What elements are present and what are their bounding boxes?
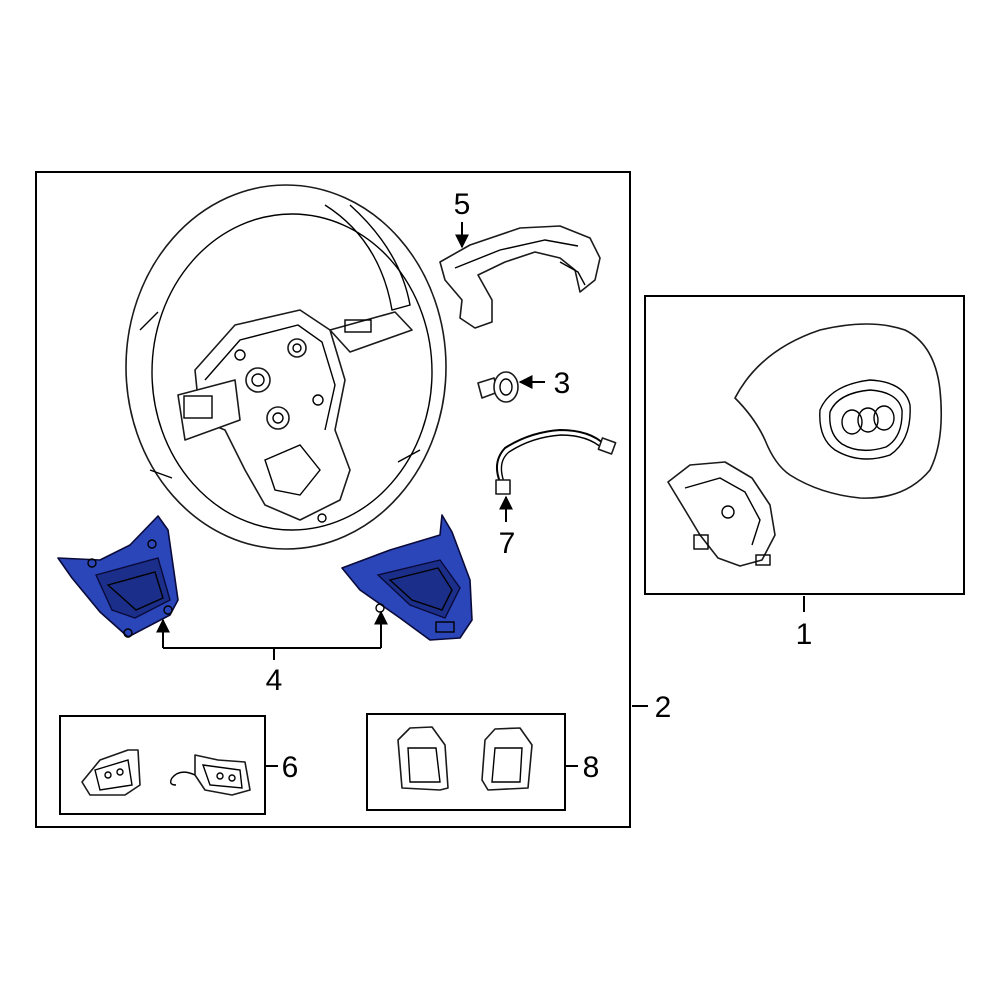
part-4-right-switch-cover: [341, 514, 473, 641]
steering-wheel-illustration: [125, 184, 447, 550]
part-1-airbag-module: [734, 323, 943, 499]
part-6-switch-kit: [81, 749, 251, 796]
part-5-trim-cover: [439, 225, 601, 329]
leader-4: [163, 647, 381, 660]
part-1-clock-spring: [667, 461, 776, 567]
paddle-frame: [366, 713, 566, 811]
callout-7: 7: [499, 527, 516, 560]
callout-8: 8: [583, 751, 600, 784]
callout-3: 3: [554, 367, 571, 400]
part-8-shift-paddles: [397, 726, 533, 791]
part-7-wire-harness: [495, 428, 617, 495]
callout-5: 5: [454, 188, 471, 221]
callout-4: 4: [266, 664, 283, 697]
airbag-frame: [644, 295, 965, 595]
main-assembly-frame: [35, 171, 631, 828]
part-4-left-switch-cover: [57, 515, 179, 638]
callout-1: 1: [796, 618, 813, 651]
part-3-bolt: [477, 371, 519, 403]
callout-2: 2: [655, 691, 672, 724]
callout-6: 6: [282, 751, 299, 784]
